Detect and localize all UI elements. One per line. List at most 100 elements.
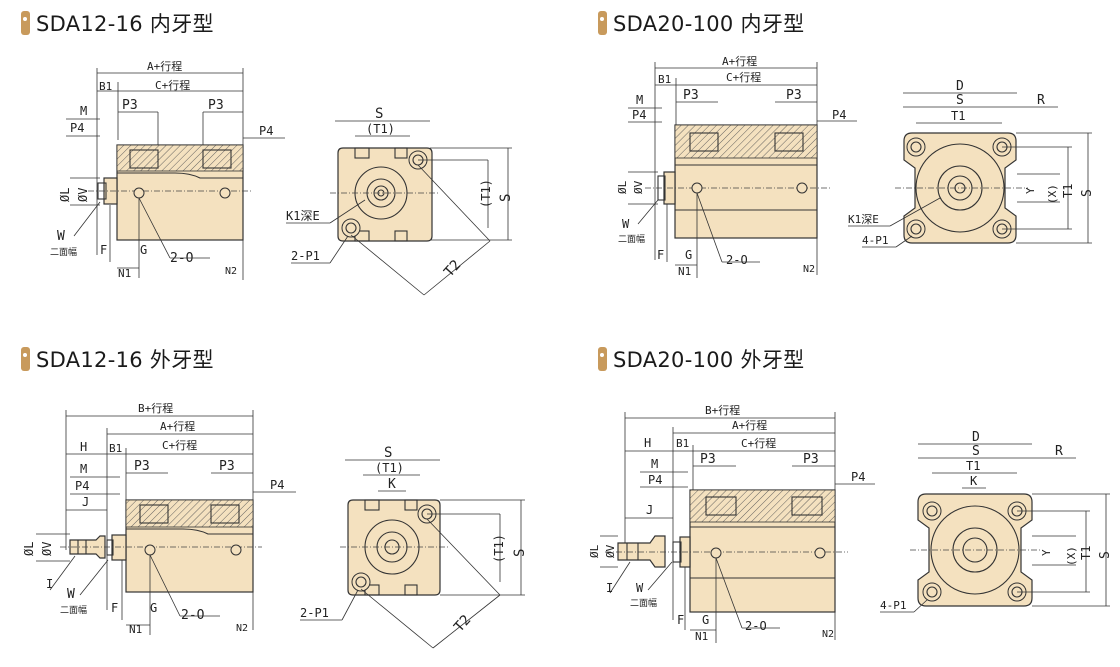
dim-p3-left: P3 — [700, 452, 716, 467]
dim-m: M — [80, 104, 87, 118]
section-title: SDA12-16 内牙型 — [36, 12, 214, 36]
dim-phi-v: ØV — [632, 180, 645, 194]
diagram-tl-front: S (T1) S (T1) T2 K1深E 2-P1 — [286, 106, 514, 296]
dim-p4-left: P4 — [70, 121, 84, 135]
dim-k1e: K1深E — [286, 209, 320, 223]
dim-s: S — [956, 93, 964, 108]
dim-x-paren: (X) — [1046, 184, 1059, 204]
dim-n1: N1 — [678, 265, 691, 278]
dim-p4-left: P4 — [75, 479, 89, 493]
dim-x-paren: (X) — [1065, 546, 1078, 566]
title-br: SDA20-100 外牙型 — [598, 342, 804, 376]
bullet-icon — [598, 347, 607, 371]
bullet-icon — [21, 347, 30, 371]
dim-two-flat: 二面幅 — [60, 604, 87, 616]
dim-k: K — [388, 477, 396, 492]
dim-w: W — [636, 581, 644, 595]
dim-k1e: K1深E — [848, 213, 879, 226]
dim-two-o: 2-O — [181, 608, 205, 623]
dim-p3-right: P3 — [803, 452, 819, 467]
dim-s-right: S — [512, 549, 528, 557]
dim-s: S — [375, 106, 383, 122]
dim-t1-paren-right: (T1) — [479, 179, 493, 208]
dim-phi-l: ØL — [58, 188, 72, 202]
dim-s-right: S — [498, 194, 514, 202]
dim-c-stroke: C+行程 — [155, 79, 190, 92]
dim-f: F — [657, 248, 664, 262]
dim-n1: N1 — [118, 267, 131, 280]
dim-f: F — [100, 243, 107, 257]
dim-t2: T2 — [441, 257, 464, 280]
dim-g: G — [150, 601, 157, 615]
dim-g: G — [685, 248, 692, 262]
dim-b-stroke: B+行程 — [705, 404, 740, 417]
dim-h: H — [644, 436, 651, 450]
dim-p3-right: P3 — [786, 88, 802, 103]
dim-h: H — [80, 440, 87, 454]
diagram-tl-side: A+行程 B1 C+行程 M P4 P3 P3 P4 ØL ØV W 二面幅 — [50, 60, 285, 280]
dim-n2: N2 — [822, 629, 834, 640]
title-tl: SDA12-16 内牙型 — [21, 6, 214, 40]
dim-t1: T1 — [966, 459, 980, 473]
dim-p3-left: P3 — [134, 459, 150, 474]
title-bl: SDA12-16 外牙型 — [21, 342, 214, 376]
dim-two-o: 2-O — [726, 253, 748, 267]
diagram-br-front: D S R T1 K S T1 (X) Y 4-P1 — [880, 430, 1113, 613]
dim-a-stroke: A+行程 — [160, 420, 195, 433]
dim-s: S — [972, 444, 980, 459]
dim-b1: B1 — [658, 73, 671, 86]
dim-phi-v: ØV — [76, 188, 90, 202]
dim-four-p1: 4-P1 — [862, 234, 889, 247]
dim-f: F — [111, 601, 118, 615]
diagram-tr-side: A+行程 B1 C+行程 M P4 P3 P3 P4 ØL ØV W 二面幅 F — [616, 55, 857, 278]
dim-n2: N2 — [225, 266, 237, 277]
dim-d: D — [956, 79, 964, 94]
dim-m: M — [636, 93, 643, 107]
bullet-icon — [21, 11, 30, 35]
dim-b1: B1 — [109, 442, 122, 455]
dim-j: J — [82, 495, 89, 509]
dim-s: S — [384, 445, 392, 461]
dim-k: K — [970, 474, 978, 488]
dim-w: W — [67, 587, 75, 602]
dim-b1: B1 — [99, 80, 112, 93]
dim-phi-v: ØV — [604, 544, 617, 558]
dim-p4-right: P4 — [270, 478, 284, 492]
dim-two-flat: 二面幅 — [50, 246, 77, 258]
dim-two-p1: 2-P1 — [300, 606, 329, 620]
dim-i: I — [606, 581, 613, 595]
dim-r: R — [1055, 444, 1063, 459]
dim-two-p1: 2-P1 — [291, 249, 320, 263]
dim-n2: N2 — [236, 623, 248, 634]
section-title: SDA20-100 外牙型 — [613, 348, 805, 372]
dim-p3-right: P3 — [208, 98, 224, 113]
dim-s-right: S — [1098, 551, 1113, 559]
dim-y: Y — [1040, 549, 1053, 556]
section-title: SDA12-16 外牙型 — [36, 348, 214, 372]
dim-t1-paren: (T1) — [366, 122, 395, 136]
dim-n1: N1 — [129, 623, 142, 636]
diagram-br-side: B+行程 A+行程 H B1 C+行程 M P4 J P3 P3 P4 — [588, 404, 875, 643]
dim-w: W — [57, 229, 65, 244]
dim-r: R — [1037, 93, 1045, 108]
dim-phi-l: ØL — [588, 544, 601, 558]
dim-t2: T2 — [451, 612, 474, 635]
dim-n1: N1 — [695, 630, 708, 643]
dim-t1-paren-right: (T1) — [492, 534, 506, 563]
dim-c-stroke: C+行程 — [741, 437, 776, 450]
dim-t1-right: T1 — [1061, 184, 1075, 198]
bullet-icon — [598, 11, 607, 35]
dim-a-stroke: A+行程 — [722, 55, 757, 68]
dim-phi-v: ØV — [40, 542, 54, 556]
dim-p4-right: P4 — [832, 108, 846, 122]
dim-g: G — [702, 613, 709, 627]
dim-i: I — [46, 577, 53, 591]
dim-p3-left: P3 — [683, 88, 699, 103]
dim-j: J — [646, 503, 653, 517]
dim-m: M — [80, 462, 87, 476]
title-tr: SDA20-100 内牙型 — [598, 6, 804, 40]
dim-phi-l: ØL — [616, 180, 629, 194]
dim-s-right: S — [1080, 189, 1095, 197]
dim-t1: T1 — [951, 109, 965, 123]
